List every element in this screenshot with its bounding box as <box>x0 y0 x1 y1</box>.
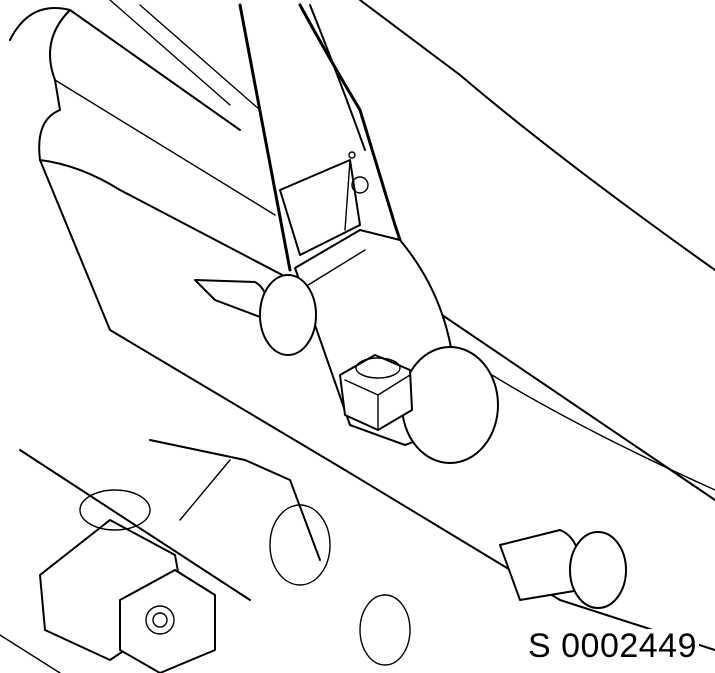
wiper-linkage-frame <box>0 439 411 673</box>
left-grommet <box>194 274 317 356</box>
rivet-hole-icon <box>351 176 369 194</box>
figure-reference-code: S 0002449 <box>526 627 699 665</box>
right-grommet <box>499 529 627 609</box>
spindle-nut <box>339 346 499 464</box>
bolt-head-icon <box>145 605 175 635</box>
